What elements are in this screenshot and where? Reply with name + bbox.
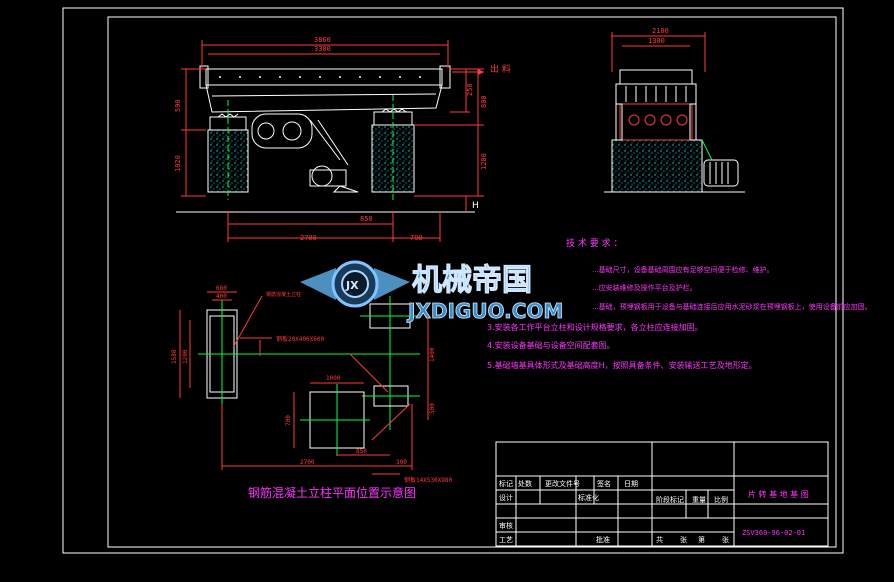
- tb-total: 共: [656, 535, 663, 544]
- tb-approve: 批准: [596, 535, 610, 544]
- rebar-note: 钢筋混凝土立柱: [266, 291, 301, 298]
- watermark-en: JXDIGUO.COM: [406, 299, 563, 323]
- tb-process: 工艺: [499, 536, 513, 544]
- dim-front-bottom-790: 790: [410, 234, 423, 242]
- tech-requirements: 技 术 要 求 ： ...基础尺寸，设备基础周围应有足够空间便于检修、维护。 .…: [487, 237, 872, 370]
- tb-date: 日期: [624, 480, 638, 488]
- tech-item-2: ...应安装维修及操作平台及护栏。: [592, 283, 697, 292]
- tb-standard: 标准化: [578, 493, 599, 502]
- tb-sheet: 张: [680, 535, 687, 544]
- tb-count: 处数: [518, 479, 532, 488]
- watermark-cn: 机械帝国: [412, 263, 532, 298]
- dim-front-right-c: 1200: [480, 153, 488, 170]
- tb-sheet-no: 第: [698, 535, 705, 544]
- dim-plan-400: 400: [216, 293, 227, 300]
- tech-item-4: 3.安装各工作平台立柱和设计规格要求，各立柱应连接加固。: [487, 322, 703, 332]
- dim-front-left-upper: 590: [174, 99, 182, 112]
- dim-front-top-inner: 3300: [314, 45, 331, 53]
- tb-drawing-no: ZSV360-96-02-01: [742, 529, 805, 537]
- dim-plan-1580: 1580: [171, 349, 178, 364]
- dim-front-right-a: 250: [466, 83, 474, 96]
- plan-view: 680 400 1580 1200 1000 700 钢板20X400X600 …: [171, 285, 453, 500]
- dim-plan-680: 680: [216, 285, 227, 292]
- dim-front-bottom-2700: 2700: [300, 234, 317, 242]
- tb-drawing-title: 片 转 基 地 基 图: [748, 489, 809, 499]
- dim-side-top-overall: 2100: [652, 27, 669, 35]
- dim-front-left-lower: 1020: [174, 155, 182, 172]
- side-elevation: 2100 1300: [604, 27, 745, 193]
- front-elevation: 3860 3300 590 1020 250 800 1200 出 料 H 85…: [174, 36, 511, 242]
- dim-plan-1000: 1000: [326, 375, 341, 382]
- dim-plan-850: 850: [356, 448, 367, 455]
- tech-item-5: 4.安装设备基础与设备空间配套图。: [487, 340, 615, 350]
- motor: [311, 165, 333, 187]
- dim-plan-2700: 2700: [300, 459, 315, 466]
- side-pier: [611, 139, 703, 193]
- tb-sign: 签名: [597, 479, 611, 488]
- dim-front-top-overall: 3860: [314, 36, 331, 44]
- dim-front-right-b: 800: [480, 95, 488, 108]
- tb-change-doc: 更改文件号: [545, 479, 580, 488]
- steel-plate-1: 钢板20X400X600: [276, 335, 325, 343]
- belt-guard: [251, 113, 313, 149]
- tb-review: 审核: [499, 521, 513, 530]
- plan-caption: 钢筋混凝土立柱平面位置示意图: [248, 485, 416, 500]
- outlet-label: 出 料: [490, 63, 511, 75]
- dim-plan-700: 700: [285, 415, 292, 426]
- title-block-text: 标记 处数 更改文件号 签名 日期 设计 标准化 阶段标记 重量 比例 审核 工…: [499, 479, 729, 544]
- tech-item-1: ...基础尺寸，设备基础周围应有足够空间便于检修、维护。: [592, 265, 774, 274]
- watermark-logo: JX 机械帝国 JXDIGUO.COM: [300, 260, 564, 323]
- dim-front-bottom-850: 850: [360, 215, 373, 223]
- title-block: [495, 441, 829, 547]
- tb-stage: 阶段标记: [656, 495, 684, 504]
- dim-side-top-inner: 1300: [648, 37, 665, 45]
- dim-plan-1400: 1400: [429, 347, 436, 362]
- tb-mark: 标记: [499, 479, 513, 488]
- dim-plan-500: 500: [429, 403, 436, 414]
- tech-item-3: ...基础，预埋钢板用于设备与基础连接后应用水泥砂浆在预埋钢板上，使用设备前应加…: [592, 302, 872, 311]
- tb-sheet-suffix: 张: [722, 535, 729, 544]
- dim-plan-300: 300: [396, 459, 407, 466]
- tb-scale: 比例: [714, 495, 728, 504]
- side-motor: [703, 159, 739, 187]
- inner-frame: [107, 16, 837, 548]
- steel-plate-2: 钢板14X530X980: [404, 476, 453, 484]
- tech-title: 技 术 要 求 ：: [566, 237, 622, 249]
- dim-h-label: H: [472, 201, 479, 211]
- outer-frame: [62, 7, 844, 554]
- tech-item-6: 5.基础墙基具体形式及基础高度H，按照具备条件、安装输送工艺及地形定。: [487, 360, 757, 370]
- feeder-body: [205, 68, 443, 86]
- tb-weight: 重量: [692, 496, 706, 504]
- tb-design: 设计: [499, 493, 513, 502]
- dim-plan-1200: 1200: [182, 349, 189, 364]
- watermark-badge: JX: [345, 279, 359, 292]
